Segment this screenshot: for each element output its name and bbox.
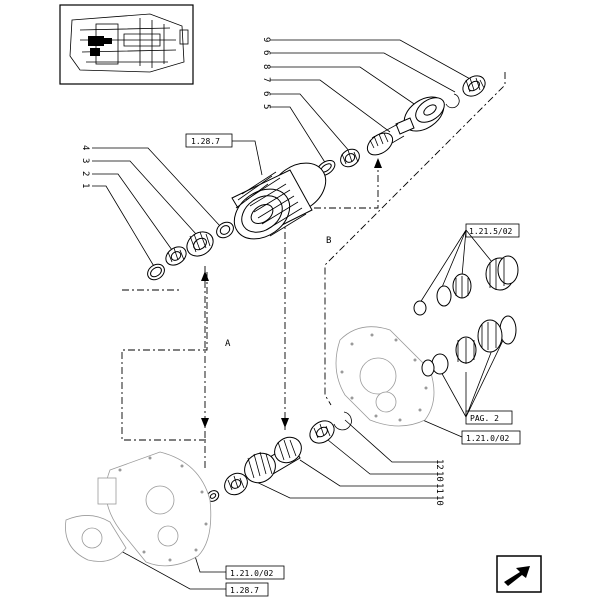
callout-5: 5 [261,104,271,109]
ref-box-bottom-b[interactable]: 1.28.7 [109,544,269,597]
ref-box-right-bottom[interactable]: 1.21.0/02 [417,417,521,445]
flow-label-a: A [225,339,231,349]
snap-ring-bottom[interactable] [333,411,352,431]
snap-ring-left[interactable] [145,261,168,283]
transmission-thumbnail-icon[interactable] [59,4,194,85]
callout-9: 9 [261,37,271,42]
ref-box-bottom-a[interactable]: 1.21.0/02 [189,539,285,580]
needle-bearing-left[interactable] [162,243,189,269]
cover-plate-right[interactable] [335,326,435,427]
top-needle-bearing[interactable] [459,72,489,101]
gear-cluster-right-upper[interactable] [413,255,519,316]
thrust-washer-left[interactable] [214,219,237,241]
callout-10a: 10 [434,471,444,482]
callout-4: 4 [80,145,90,150]
callout-6b: 6 [261,91,271,96]
callout-2: 2 [80,171,90,176]
input-shaft[interactable] [363,117,415,159]
ref-box-right-pag[interactable]: PAG. 2 [439,329,513,425]
right-callout-labels: 12 10 11 10 [434,459,444,506]
flow-lines [121,72,506,470]
ref-right-pag-label: PAG. 2 [470,414,499,423]
flow-label-b: B [326,236,331,246]
right-callout-leaders [247,419,440,499]
left-callout-labels: 4 3 2 1 [80,145,90,188]
ref-bottom-b-label: 1.28.7 [230,586,259,595]
cluster-gear-shaft[interactable] [239,432,306,489]
ref-right-bottom-label: 1.21.0/02 [466,434,510,443]
callout-12: 12 [434,459,444,470]
next-page-arrow-icon[interactable] [496,555,542,593]
snap-ring-top[interactable] [445,93,460,109]
bearing-bottom-left[interactable] [220,469,251,499]
callout-3: 3 [80,158,90,163]
bearing-large-top[interactable] [398,90,450,138]
clutch-pack[interactable] [225,153,335,249]
ref-box-right-top[interactable]: 1.21.5/02 [417,223,520,307]
gear-left[interactable] [182,227,218,261]
gear-cluster-right-lower[interactable] [421,315,517,377]
callout-7: 7 [261,77,271,82]
top-callout-labels: 9 6 8 7 6 5 [261,37,271,109]
callout-1: 1 [80,183,90,188]
needle-bearing-mid[interactable] [337,146,363,171]
ref-top-left-label: 1.28.7 [191,137,220,146]
top-callout-leaders [270,39,473,165]
ref-right-top-label: 1.21.5/02 [469,227,513,236]
bearing-bottom-right[interactable] [306,416,339,447]
callout-6a: 6 [261,50,271,55]
callout-11: 11 [434,483,444,494]
left-callout-leaders [92,147,221,269]
callout-10b: 10 [434,495,444,506]
callout-8: 8 [261,64,271,69]
gearbox-housing-bottom[interactable] [65,451,212,567]
ref-bottom-a-label: 1.21.0/02 [230,569,274,578]
ref-box-top-left[interactable]: 1.28.7 [185,133,263,176]
